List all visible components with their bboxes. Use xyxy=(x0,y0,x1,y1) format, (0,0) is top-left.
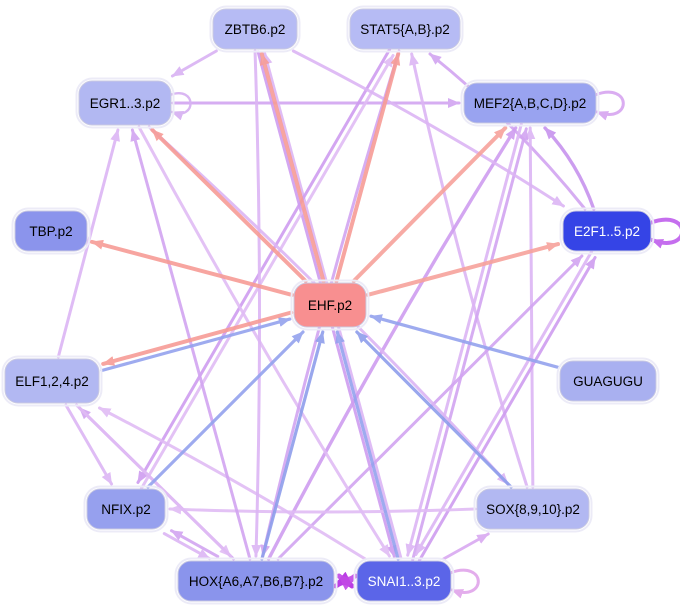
node-ELF1,2,4.p2[interactable]: ELF1,2,4.p2 xyxy=(1,355,103,407)
node-halo xyxy=(1,355,103,407)
edge-SNAI-to-ELF xyxy=(98,406,367,561)
node-box xyxy=(559,360,657,402)
edge-EHF-to-ZBTB6 xyxy=(259,52,326,283)
node-halo xyxy=(556,357,660,405)
node-label: SNAI1..3.p2 xyxy=(368,574,441,589)
node-STAT5{A,B}.p2[interactable]: STAT5{A,B}.p2 xyxy=(346,5,464,53)
edge-NFIX-to-STAT5 xyxy=(139,54,395,491)
node-EHF.p2[interactable]: EHF.p2 xyxy=(290,279,370,331)
edge-MEF2-to-SNAI xyxy=(405,122,523,557)
node-label: EHF.p2 xyxy=(308,298,352,313)
node-label: SOX{8,9,10}.p2 xyxy=(486,502,580,517)
node-SNAI1..3.p2[interactable]: SNAI1..3.p2 xyxy=(353,557,455,605)
node-halo xyxy=(290,279,370,331)
node-GUAGUGU[interactable]: GUAGUGU xyxy=(556,357,660,405)
node-box xyxy=(463,82,597,124)
node-box xyxy=(293,282,367,328)
node-label: EGR1..3.p2 xyxy=(90,96,161,111)
node-HOX{A6,A7,B6,B7}.p2[interactable]: HOX{A6,A7,B6,B7}.p2 xyxy=(174,557,338,605)
edge-GUA-to-EHF xyxy=(369,314,560,369)
edge-NFIX-to-HOX xyxy=(162,532,211,561)
edge-SOX-to-STAT5 xyxy=(409,52,529,489)
node-halo xyxy=(174,557,338,605)
node-label: NFIX.p2 xyxy=(101,502,151,517)
edge-EHF-to-STAT5 xyxy=(334,52,401,283)
node-halo xyxy=(346,5,464,53)
node-halo xyxy=(473,485,593,533)
edge-E2F-to-MEF2 xyxy=(543,126,596,211)
edge-E2F-to-STAT5 xyxy=(428,52,587,211)
node-label: STAT5{A,B}.p2 xyxy=(360,22,450,37)
edge-SNAI-to-SOX xyxy=(441,532,490,561)
edge-SNAI-to-HOX xyxy=(336,573,358,591)
node-box xyxy=(562,210,652,252)
node-EGR1..3.p2[interactable]: EGR1..3.p2 xyxy=(75,77,175,129)
node-box xyxy=(4,358,100,404)
node-halo xyxy=(83,485,169,533)
node-halo xyxy=(353,557,455,605)
edge-EHF-to-E2F xyxy=(366,242,560,297)
node-box xyxy=(212,8,298,50)
node-halo xyxy=(460,79,600,127)
node-ZBTB6.p2[interactable]: ZBTB6.p2 xyxy=(209,5,301,53)
node-label: MEF2{A,B,C,D}.p2 xyxy=(474,96,587,111)
edge-EGR-to-SNAI xyxy=(137,125,391,558)
node-label: E2F1..5.p2 xyxy=(574,224,640,239)
self-loop-MEF2 xyxy=(593,90,625,121)
edge-HOX-to-EHF xyxy=(260,330,325,561)
edge-HOX-to-SNAI xyxy=(333,571,355,589)
self-loop-SNAI xyxy=(448,568,480,599)
node-TBP.p2[interactable]: TBP.p2 xyxy=(11,207,91,255)
node-SOX{8,9,10}.p2[interactable]: SOX{8,9,10}.p2 xyxy=(473,485,593,533)
edge-SNAI-to-EHF xyxy=(335,330,400,561)
edge-ZBTB6-to-HOX xyxy=(251,49,262,558)
node-halo xyxy=(11,207,91,255)
node-label: ELF1,2,4.p2 xyxy=(15,374,89,389)
node-MEF2{A,B,C,D}.p2[interactable]: MEF2{A,B,C,D}.p2 xyxy=(460,79,600,127)
node-box xyxy=(86,488,166,530)
node-box xyxy=(476,488,590,530)
node-label: GUAGUGU xyxy=(573,374,643,389)
edge-EHF-to-TBP xyxy=(90,239,294,297)
node-box xyxy=(78,80,172,126)
node-label: TBP.p2 xyxy=(29,224,72,239)
edge-ELF-to-EHF xyxy=(100,317,292,373)
node-halo xyxy=(75,77,175,129)
node-label: ZBTB6.p2 xyxy=(225,22,286,37)
self-loop-E2F xyxy=(648,217,680,249)
edge-EHF-to-ELF xyxy=(101,310,294,366)
node-box xyxy=(356,560,452,602)
node-halo xyxy=(209,5,301,53)
edge-NFIX-to-EHF xyxy=(146,330,305,489)
edge-EHF-to-MEF2 xyxy=(351,126,508,283)
edge-ZBTB6-to-E2F xyxy=(291,49,565,208)
edge-E2F-to-SNAI xyxy=(414,249,594,556)
node-halo xyxy=(559,207,655,255)
edge-EHF-to-EGR xyxy=(150,128,308,283)
node-NFIX.p2[interactable]: NFIX.p2 xyxy=(83,485,169,533)
edge-ELF-to-NFIX xyxy=(64,403,114,486)
node-E2F1..5.p2[interactable]: E2F1..5.p2 xyxy=(559,207,655,255)
self-loop-EGR xyxy=(168,92,192,121)
node-label: HOX{A6,A7,B6,B7}.p2 xyxy=(189,574,323,589)
node-box xyxy=(349,8,461,50)
edge-STAT5-to-NFIX xyxy=(136,47,392,484)
node-box xyxy=(177,560,335,602)
edge-ZBTB6-to-EGR xyxy=(170,49,218,78)
edge-HOX-to-MEF2 xyxy=(266,126,518,561)
edge-SOX-to-NFIX xyxy=(168,504,477,515)
edge-SOX-to-EHF xyxy=(355,330,513,489)
node-box xyxy=(14,210,88,252)
